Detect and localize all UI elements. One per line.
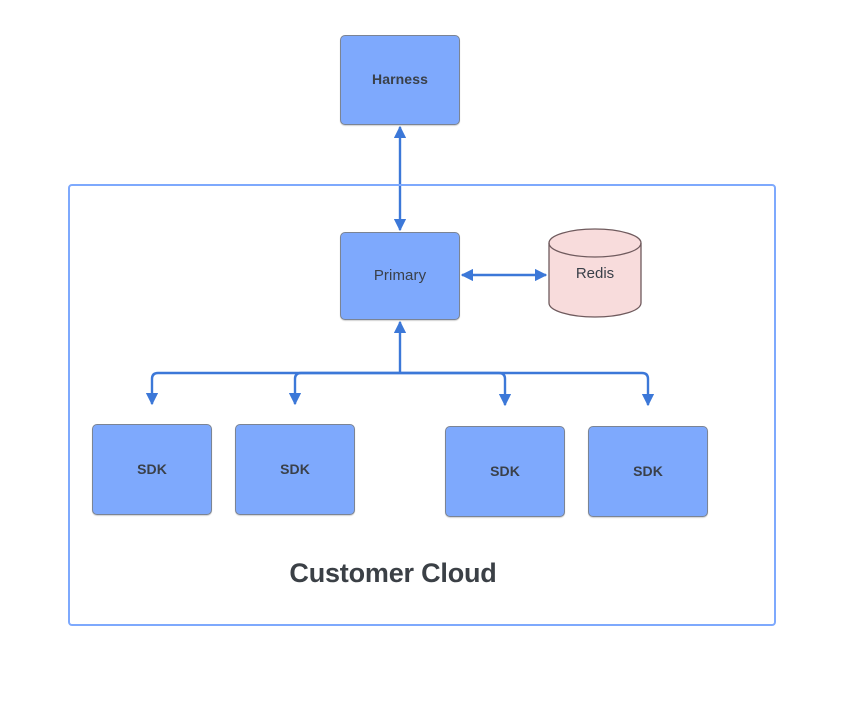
- customer-cloud-label: Customer Cloud: [289, 558, 497, 588]
- node-sdk-3-label: SDK: [490, 462, 520, 479]
- node-primary-label: Primary: [373, 266, 427, 284]
- node-redis-label: Redis: [575, 264, 615, 282]
- customer-cloud-container[interactable]: [68, 184, 776, 626]
- cylinder-shape: [548, 228, 642, 318]
- node-sdk-3[interactable]: SDK: [445, 426, 565, 517]
- node-sdk-4[interactable]: SDK: [588, 426, 708, 517]
- node-redis[interactable]: Redis: [548, 228, 642, 318]
- node-sdk-2-label: SDK: [280, 460, 310, 477]
- node-sdk-1-label: SDK: [137, 460, 167, 477]
- node-harness-label: Harness: [372, 71, 428, 88]
- node-primary[interactable]: Primary: [340, 232, 460, 320]
- node-sdk-2[interactable]: SDK: [235, 424, 355, 515]
- node-sdk-1[interactable]: SDK: [92, 424, 212, 515]
- node-sdk-4-label: SDK: [633, 462, 663, 479]
- node-harness[interactable]: Harness: [340, 35, 460, 125]
